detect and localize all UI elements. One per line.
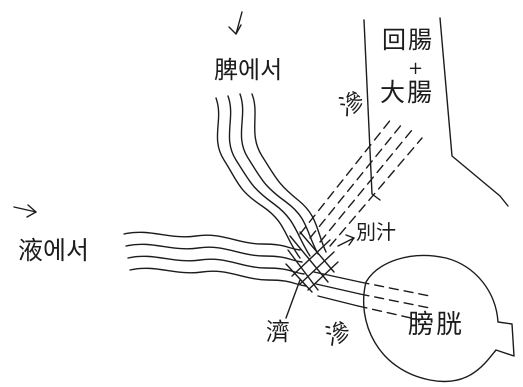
top-inlet-arrow <box>228 11 243 35</box>
center-label: 濟 <box>266 318 290 346</box>
bladder-label: 膀胱 <box>408 310 465 340</box>
left-stream-lines <box>123 231 307 287</box>
intestine-label-ileum: 回腸 <box>382 26 434 54</box>
top-stream-lines <box>215 93 327 259</box>
upward-seepage-lines <box>299 117 423 247</box>
intestine-label-colon: 大腸 <box>380 78 435 107</box>
intestine-label-plus: + <box>408 58 424 79</box>
crossing-knot <box>285 231 339 293</box>
intestine-outline <box>363 17 509 207</box>
bladder-seepage-lines <box>313 271 431 321</box>
center-pointer-line <box>285 279 301 319</box>
top-inlet-label: 脾에서 <box>214 56 283 84</box>
left-inlet-arrow <box>13 204 37 218</box>
left-inlet-label: 液에서 <box>18 236 90 265</box>
separate-label: 別汁 <box>356 220 396 244</box>
separate-arrow <box>337 234 355 247</box>
bladder-outline <box>362 254 515 383</box>
